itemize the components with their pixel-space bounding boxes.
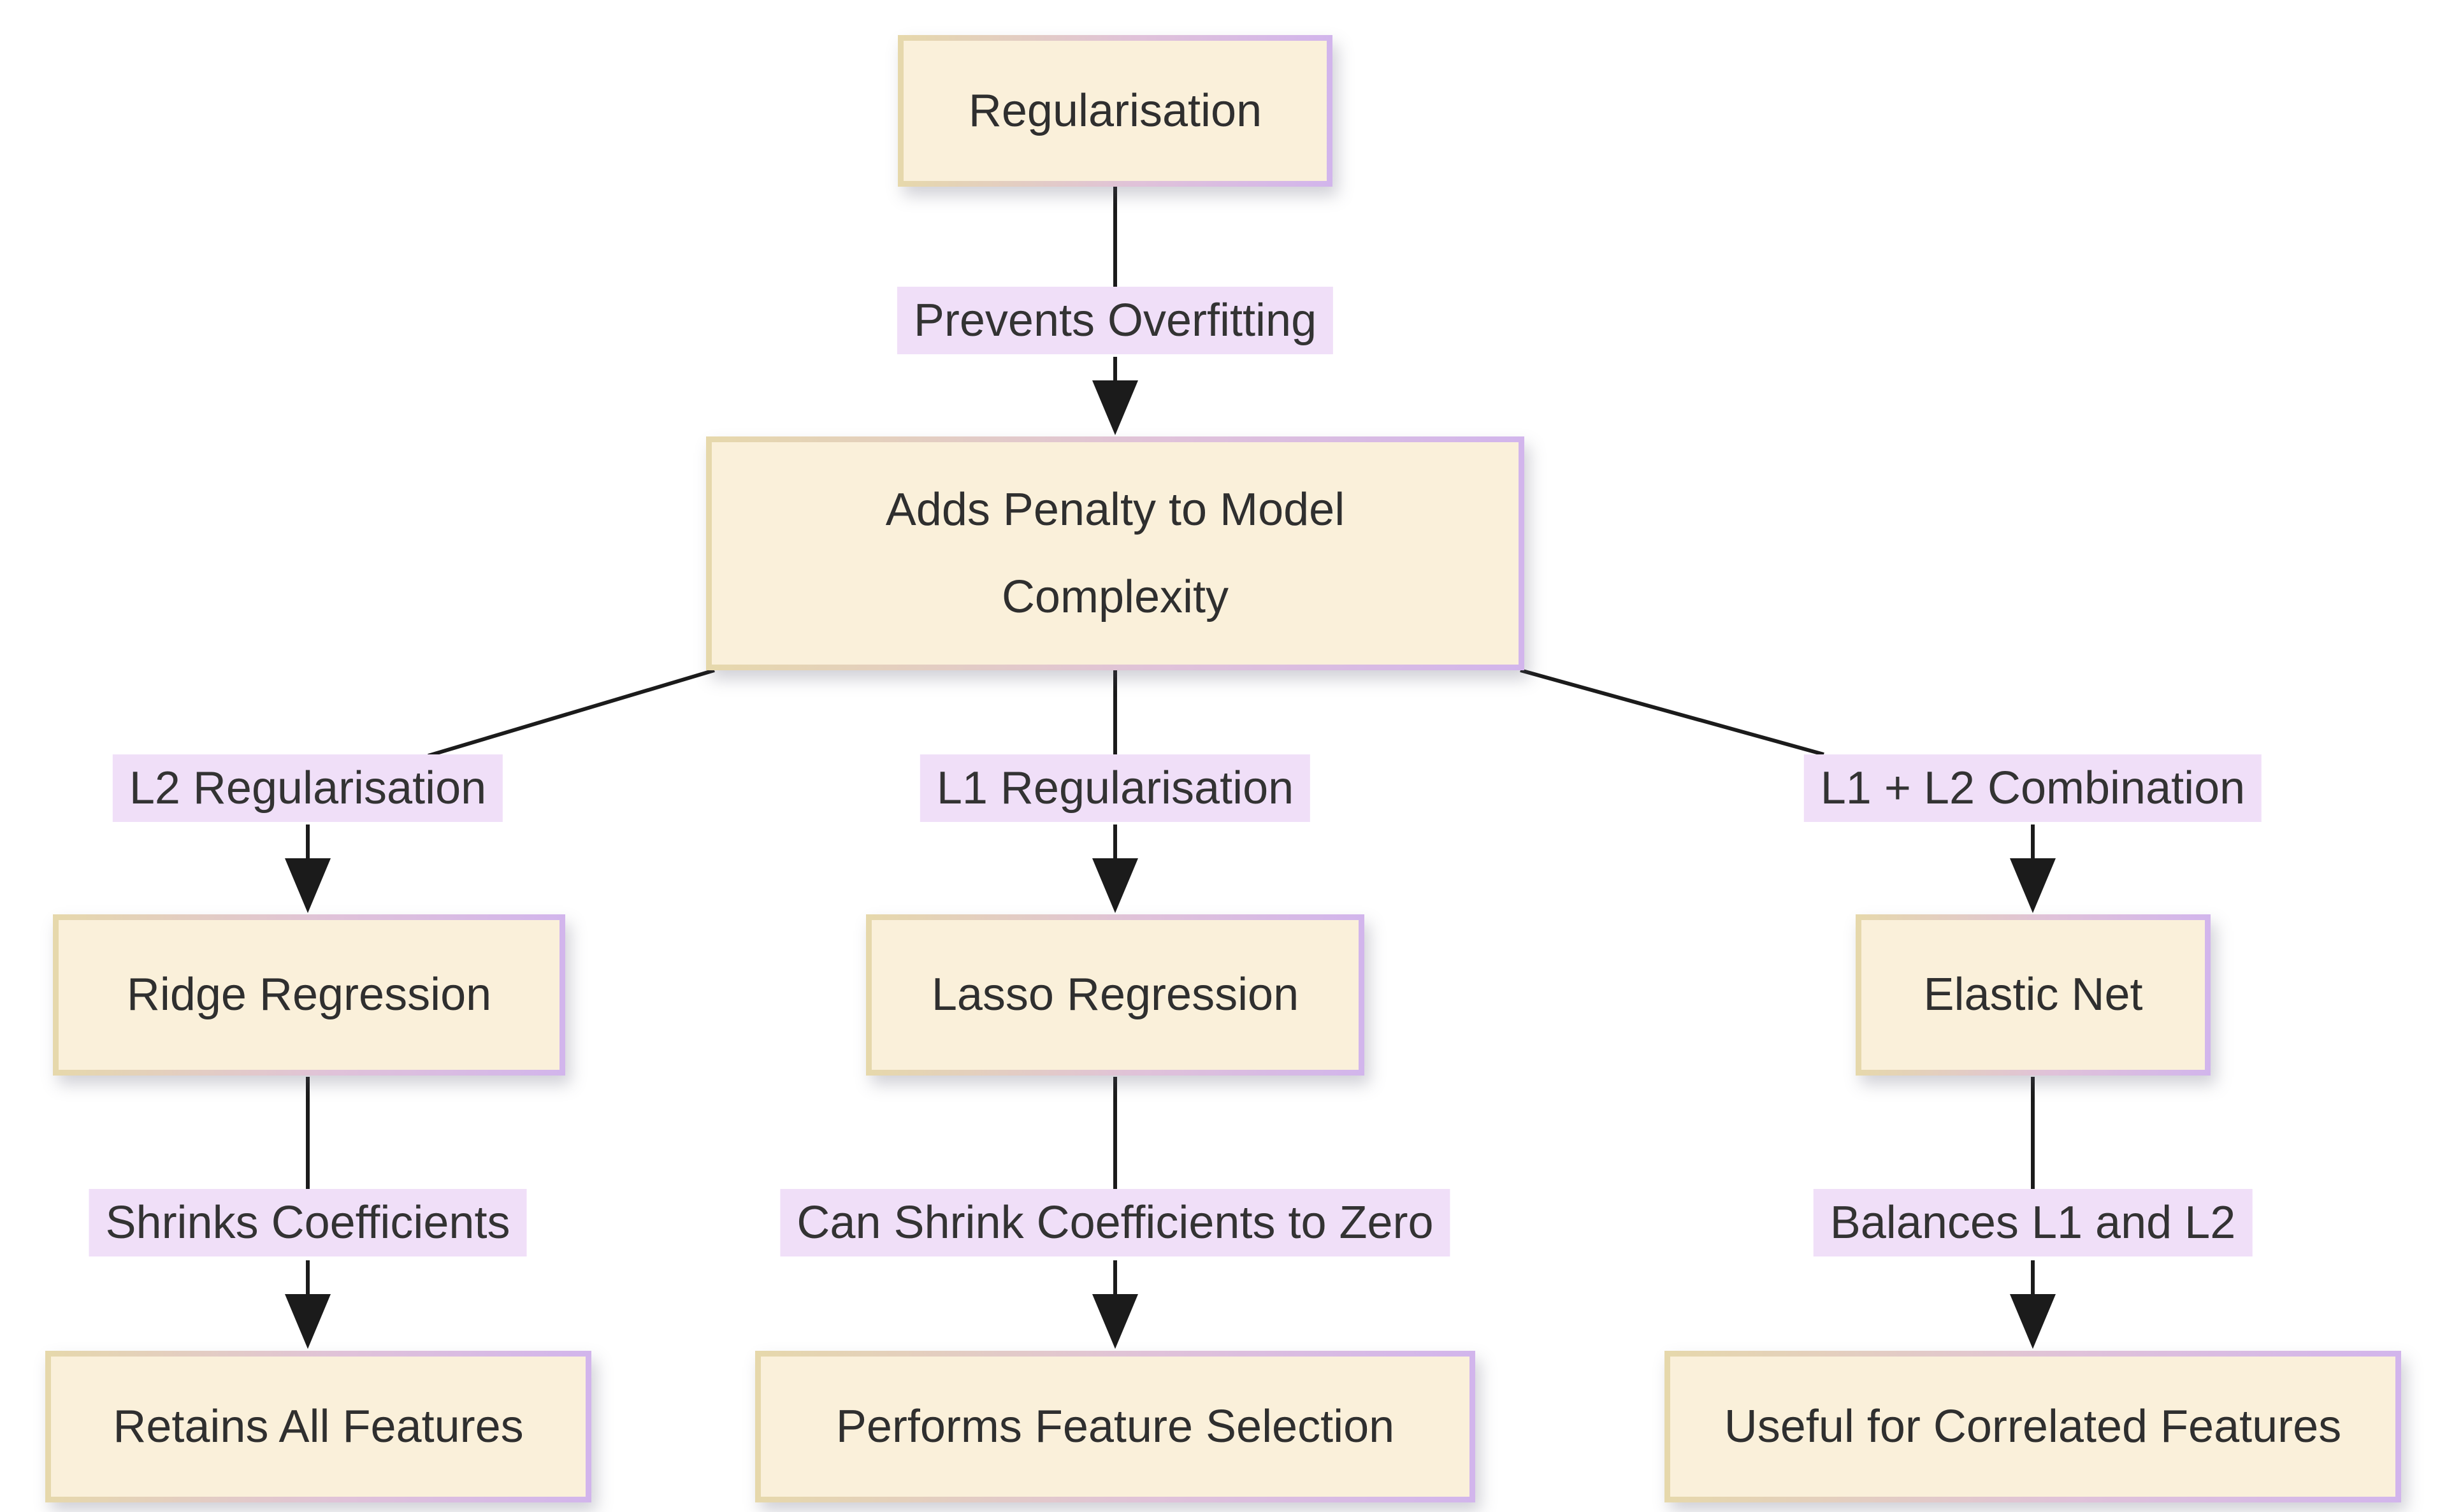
edge-label-balances-l1-and-l2: Balances L1 and L2 — [1813, 1189, 2253, 1256]
node-adds-penalty-label: Adds Penalty to Model Complexity — [885, 484, 1345, 623]
edge-adds-penalty-to-l2-label — [428, 668, 715, 758]
node-ridge-regression: Ridge Regression — [53, 914, 565, 1076]
arrowhead-retains — [285, 1294, 331, 1349]
edge-label-shrinks-coefficients: Shrinks Coefficients — [89, 1189, 527, 1256]
edge-label-l1-regularisation: L1 Regularisation — [920, 754, 1311, 822]
arrowhead-performs — [1092, 1294, 1138, 1349]
arrowhead-lasso — [1092, 858, 1138, 913]
edge-label-prevents-overfitting: Prevents Overfitting — [897, 287, 1334, 354]
node-regularisation: Regularisation — [898, 35, 1332, 187]
node-retains-all-features: Retains All Features — [45, 1351, 591, 1502]
edge-label-l1-l2-combination: L1 + L2 Combination — [1803, 754, 2262, 822]
arrowhead-adds-penalty — [1092, 380, 1138, 435]
node-useful-correlated-features-label: Useful for Correlated Features — [1670, 1357, 2395, 1497]
node-retains-all-features-label: Retains All Features — [51, 1357, 586, 1497]
node-elastic-net: Elastic Net — [1856, 914, 2211, 1076]
node-lasso-regression-label: Lasso Regression — [872, 920, 1359, 1070]
node-performs-feature-selection: Performs Feature Selection — [755, 1351, 1475, 1502]
edge-adds-penalty-to-l1l2-label — [1520, 668, 1824, 756]
edge-label-l2-regularisation: L2 Regularisation — [112, 754, 503, 822]
node-performs-feature-selection-label: Performs Feature Selection — [761, 1357, 1469, 1497]
edge-label-can-shrink-coefficients-to-zero: Can Shrink Coefficients to Zero — [780, 1189, 1450, 1256]
node-adds-penalty: Adds Penalty to Model Complexity — [706, 436, 1524, 670]
arrowhead-elastic — [2010, 858, 2056, 913]
arrowhead-useful — [2010, 1294, 2056, 1349]
node-elastic-net-label: Elastic Net — [1861, 920, 2205, 1070]
node-regularisation-label: Regularisation — [904, 41, 1327, 181]
node-ridge-regression-label: Ridge Regression — [59, 920, 559, 1070]
node-lasso-regression: Lasso Regression — [866, 914, 1364, 1076]
arrowhead-ridge — [285, 858, 331, 913]
node-useful-correlated-features: Useful for Correlated Features — [1664, 1351, 2401, 1502]
